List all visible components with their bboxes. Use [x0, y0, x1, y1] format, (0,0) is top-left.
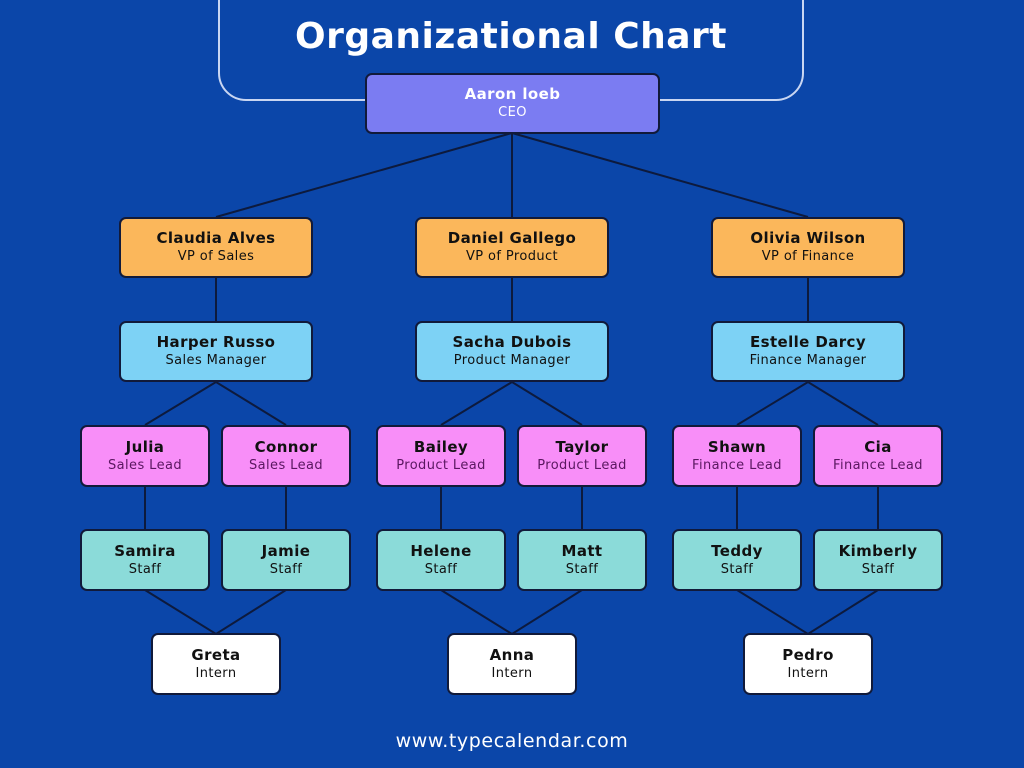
node-name: Claudia Alves — [156, 229, 276, 247]
node-role: Intern — [787, 665, 829, 681]
node-manager-product: Sacha Dubois Product Manager — [415, 321, 609, 382]
node-name: Bailey — [413, 437, 469, 456]
node-vp-product: Daniel Gallego VP of Product — [415, 217, 609, 278]
node-role: Finance Lead — [692, 457, 782, 473]
node-name: Teddy — [711, 541, 763, 560]
node-manager-finance: Estelle Darcy Finance Manager — [711, 321, 905, 382]
node-role: Staff — [269, 561, 303, 577]
node-name: Shawn — [707, 437, 767, 456]
node-role: Sales Lead — [108, 457, 182, 473]
node-staff-kimberly: Kimberly Staff — [813, 529, 943, 591]
node-role: Staff — [720, 561, 754, 577]
node-lead-julia: Julia Sales Lead — [80, 425, 210, 487]
node-role: Finance Lead — [833, 457, 923, 473]
node-name: Estelle Darcy — [749, 333, 867, 351]
node-role: Finance Manager — [749, 353, 867, 368]
node-role: CEO — [498, 105, 527, 120]
node-role: Intern — [195, 665, 237, 681]
node-vp-sales: Claudia Alves VP of Sales — [119, 217, 313, 278]
node-role: Staff — [128, 561, 162, 577]
node-vp-finance: Olivia Wilson VP of Finance — [711, 217, 905, 278]
node-staff-jamie: Jamie Staff — [221, 529, 351, 591]
node-name: Matt — [561, 541, 603, 560]
node-lead-bailey: Bailey Product Lead — [376, 425, 506, 487]
node-role: VP of Product — [465, 249, 559, 264]
connector — [736, 589, 879, 636]
node-name: Kimberly — [838, 541, 918, 560]
node-name: Daniel Gallego — [447, 229, 577, 247]
node-staff-samira: Samira Staff — [80, 529, 210, 591]
node-name: Aaron loeb — [464, 85, 561, 103]
node-ceo: Aaron loeb CEO — [365, 73, 660, 134]
node-name: Cia — [864, 437, 892, 456]
connector — [144, 380, 287, 426]
node-name: Harper Russo — [156, 333, 276, 351]
node-lead-shawn: Shawn Finance Lead — [672, 425, 802, 487]
node-role: Staff — [565, 561, 599, 577]
node-role: VP of Sales — [177, 249, 255, 264]
node-lead-connor: Connor Sales Lead — [221, 425, 351, 487]
node-role: Staff — [861, 561, 895, 577]
node-role: Product Lead — [537, 457, 627, 473]
connector — [511, 132, 809, 218]
node-role: Product Lead — [396, 457, 486, 473]
node-name: Helene — [410, 541, 472, 560]
node-intern-greta: Greta Intern — [151, 633, 281, 695]
node-role: Staff — [424, 561, 458, 577]
connector — [736, 380, 879, 426]
node-role: Sales Lead — [249, 457, 323, 473]
chart-title: Organizational Chart — [294, 16, 727, 57]
node-name: Olivia Wilson — [750, 229, 866, 247]
connector — [440, 589, 583, 636]
node-staff-helene: Helene Staff — [376, 529, 506, 591]
connector — [144, 589, 287, 636]
node-intern-pedro: Pedro Intern — [743, 633, 873, 695]
node-name: Connor — [254, 437, 318, 456]
node-name: Greta — [191, 645, 241, 664]
node-name: Taylor — [555, 437, 609, 456]
node-name: Sacha Dubois — [452, 333, 572, 351]
node-intern-anna: Anna Intern — [447, 633, 577, 695]
node-manager-sales: Harper Russo Sales Manager — [119, 321, 313, 382]
node-role: Intern — [491, 665, 533, 681]
connector — [440, 380, 583, 426]
connector — [215, 132, 513, 218]
footer-url: www.typecalendar.com — [395, 730, 629, 752]
node-role: Product Manager — [453, 353, 571, 368]
node-lead-taylor: Taylor Product Lead — [517, 425, 647, 487]
node-lead-cia: Cia Finance Lead — [813, 425, 943, 487]
node-role: Sales Manager — [165, 353, 267, 368]
node-name: Julia — [125, 437, 165, 456]
node-name: Anna — [489, 645, 535, 664]
node-staff-teddy: Teddy Staff — [672, 529, 802, 591]
node-role: VP of Finance — [761, 249, 855, 264]
node-name: Samira — [114, 541, 176, 560]
node-name: Pedro — [782, 645, 834, 664]
node-staff-matt: Matt Staff — [517, 529, 647, 591]
node-name: Jamie — [261, 541, 311, 560]
